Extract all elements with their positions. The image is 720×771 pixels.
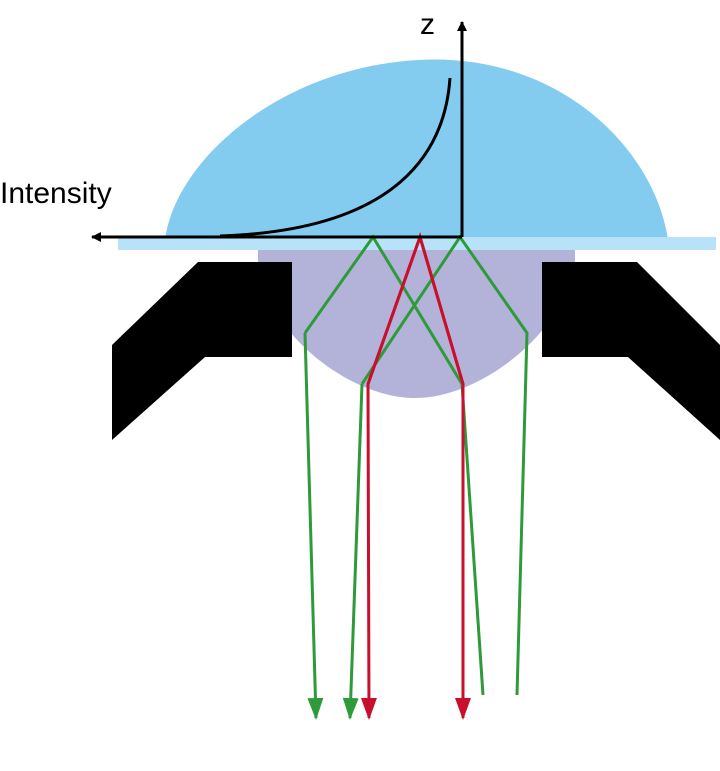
z-axis-label: z <box>420 8 435 41</box>
intensity-axis-label: Intensity <box>0 177 112 210</box>
objective-housing-right <box>542 262 720 440</box>
intensity-decay-curve <box>219 77 452 238</box>
red-ray-2 <box>360 232 465 720</box>
excitation-rays <box>303 232 529 720</box>
green-ray-1 <box>303 234 485 696</box>
green-ray-4 <box>342 383 364 720</box>
sample-dome <box>165 59 668 240</box>
green-ray-2 <box>360 234 529 696</box>
objective-housing-left <box>112 262 292 440</box>
green-ray-3 <box>303 332 324 720</box>
